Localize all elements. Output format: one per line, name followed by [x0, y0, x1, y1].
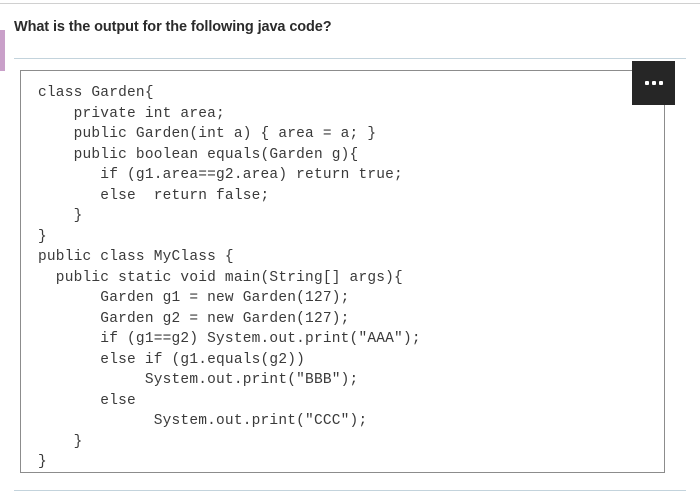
left-accent-bar	[0, 30, 5, 71]
code-block-container: class Garden{ private int area; public G…	[20, 70, 665, 473]
ellipsis-horizontal-icon	[644, 81, 649, 85]
question-title: What is the output for the following jav…	[14, 19, 332, 35]
java-code-snippet: class Garden{ private int area; public G…	[38, 85, 421, 470]
top-border-rule	[0, 3, 700, 4]
divider-below-code	[14, 490, 686, 491]
more-options-button[interactable]	[632, 61, 675, 105]
ellipsis-horizontal-icon	[658, 81, 663, 85]
ellipsis-horizontal-icon	[651, 81, 656, 85]
divider-above-code	[14, 58, 686, 59]
